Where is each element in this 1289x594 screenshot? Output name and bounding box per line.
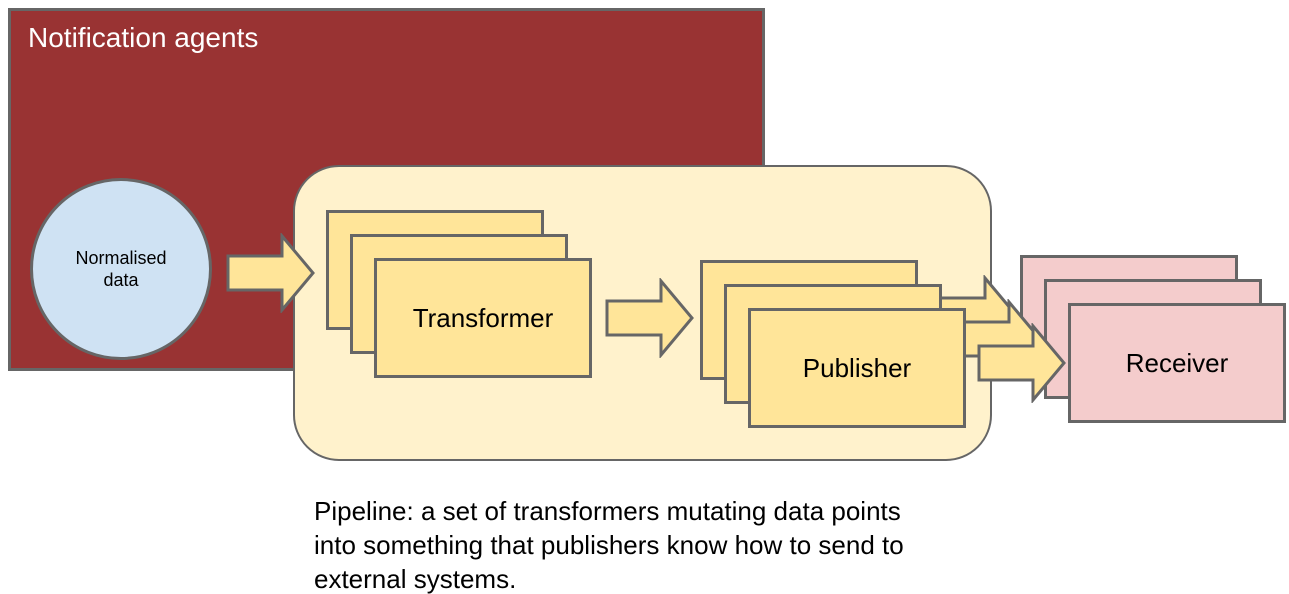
pipeline-caption: Pipeline: a set of transformers mutating…	[314, 494, 904, 594]
normalised-data-circle: Normalised data	[30, 178, 212, 360]
transformer-label: Transformer	[412, 302, 554, 333]
receiver-label: Receiver	[1125, 347, 1229, 378]
caption-line: into something that publishers know how …	[314, 530, 904, 560]
transformer-card-front: Transformer	[374, 258, 592, 378]
right-block-arrow-icon	[605, 278, 694, 358]
right-block-arrow-icon	[977, 323, 1066, 403]
publisher-card-front: Publisher	[748, 308, 966, 428]
caption-line: external systems.	[314, 564, 517, 594]
notification-agents-label: Notification agents	[28, 22, 259, 53]
normalised-data-label: Normalised data	[75, 247, 167, 291]
publisher-label: Publisher	[802, 352, 912, 383]
receiver-card-front: Receiver	[1068, 303, 1286, 423]
right-block-arrow-icon	[226, 233, 315, 313]
caption-line: Pipeline: a set of transformers mutating…	[314, 496, 901, 526]
